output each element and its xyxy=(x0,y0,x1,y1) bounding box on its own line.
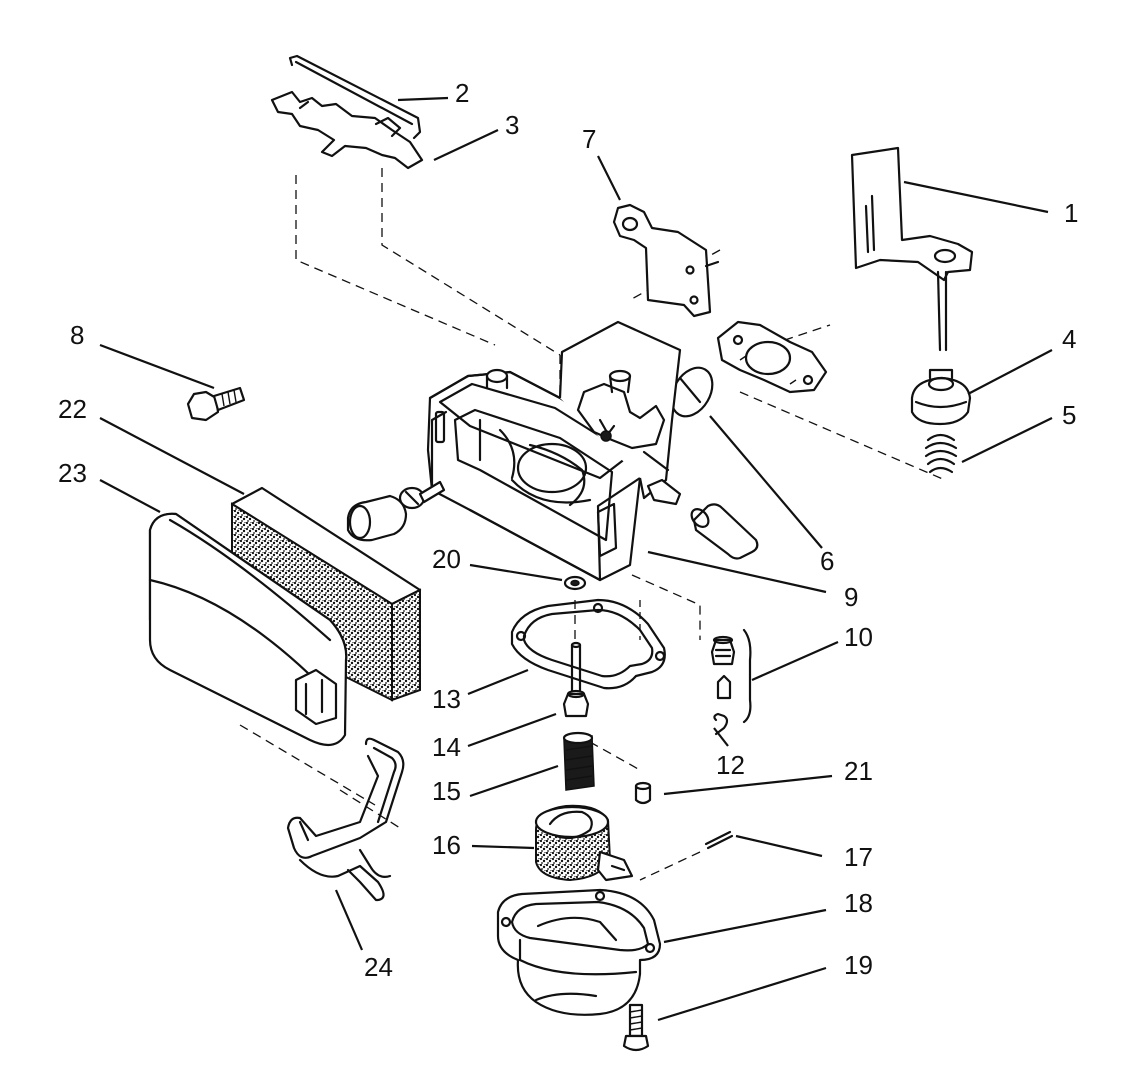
callout-4: 4 xyxy=(1062,324,1076,354)
callout-19: 19 xyxy=(844,950,873,980)
part-23-filter-cover xyxy=(148,512,348,747)
callout-22: 22 xyxy=(58,394,87,424)
part-16-float xyxy=(534,804,634,882)
callout-21: 21 xyxy=(844,756,873,786)
callout-8: 8 xyxy=(70,320,84,350)
callout-10: 10 xyxy=(844,622,873,652)
callout-18: 18 xyxy=(844,888,873,918)
part-22-foam-element xyxy=(230,486,422,702)
part-21-plug xyxy=(634,781,652,805)
callout-24: 24 xyxy=(364,952,393,982)
part-15-screen-filter xyxy=(562,731,595,791)
part-10-needle-and-seat xyxy=(710,628,752,724)
part-4-primer-seal xyxy=(910,368,972,426)
part-3-throttle-lever xyxy=(270,90,424,170)
part-20-washer xyxy=(563,575,587,591)
part-9-carburetor-body xyxy=(426,320,682,582)
part-8-bolt xyxy=(186,386,246,422)
callout-20: 20 xyxy=(432,544,461,574)
part-19-bowl-screw xyxy=(622,1003,650,1052)
leader-lines xyxy=(99,96,1053,1022)
callout-2: 2 xyxy=(455,78,469,108)
callout-3: 3 xyxy=(505,110,519,140)
callout-12: 12 xyxy=(716,750,745,780)
callout-15: 15 xyxy=(432,776,461,806)
callout-23: 23 xyxy=(58,458,87,488)
callout-6: 6 xyxy=(820,546,834,576)
callout-5: 5 xyxy=(1062,400,1076,430)
callout-14: 14 xyxy=(432,732,461,762)
callout-13: 13 xyxy=(432,684,461,714)
part-2-linkage-wire xyxy=(288,54,422,140)
callout-16: 16 xyxy=(432,830,461,860)
part-6-throttle-plate xyxy=(670,366,714,418)
part-5-spring xyxy=(924,433,958,474)
part-18-float-bowl xyxy=(496,888,662,1016)
intake-gasket xyxy=(716,320,828,394)
callout-7: 7 xyxy=(582,124,596,154)
callout-9: 9 xyxy=(844,582,858,612)
part-12-clip xyxy=(713,712,729,736)
fuel-hose xyxy=(690,503,759,560)
filter-sleeve-and-screw xyxy=(346,480,446,542)
part-7-bracket xyxy=(612,203,720,318)
part-17-float-pin xyxy=(704,830,734,850)
assembly-lines xyxy=(239,168,946,881)
part-1-choke-shaft xyxy=(850,146,974,352)
callout-1: 1 xyxy=(1064,198,1078,228)
part-13-bowl-gasket xyxy=(510,598,666,690)
callout-17: 17 xyxy=(844,842,873,872)
callout-labels: 2 3 7 1 4 5 8 22 23 6 9 10 20 13 14 12 1… xyxy=(58,78,1078,982)
part-24-retaining-clip xyxy=(286,737,405,902)
part-14-jet-tube xyxy=(562,641,590,718)
